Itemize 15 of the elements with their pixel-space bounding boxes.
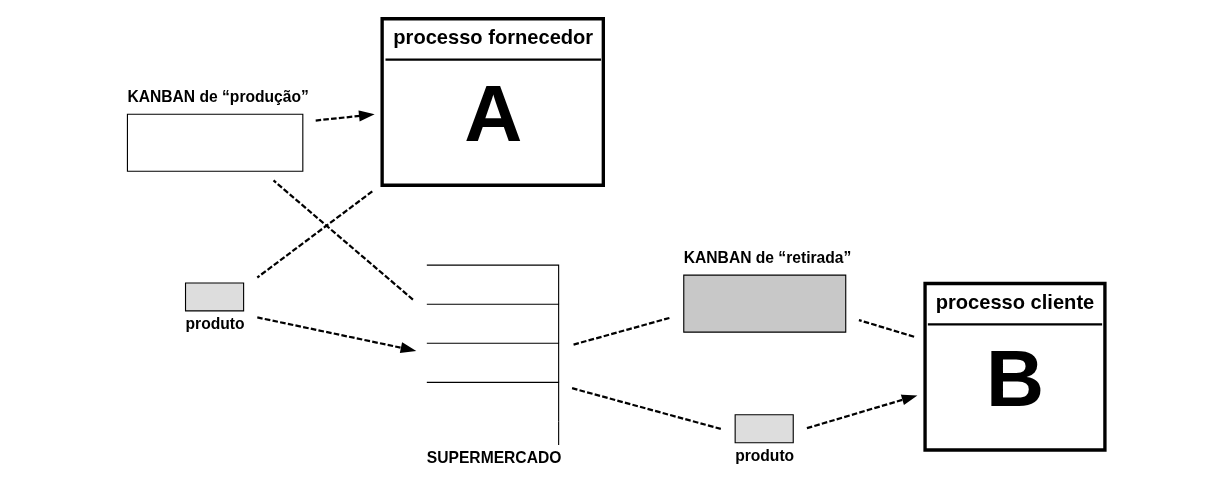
- arrow: [256, 316, 416, 354]
- connector: [256, 190, 373, 279]
- arrow: [806, 394, 917, 430]
- connector: [571, 387, 722, 431]
- node-text: SUPERMERCADO: [426, 449, 561, 467]
- connector: [272, 179, 414, 301]
- arrow: [315, 110, 375, 122]
- connector: [858, 319, 914, 338]
- node-label: KANBAN de “retirada”: [683, 249, 851, 267]
- node-label: produto: [185, 315, 245, 333]
- node-box: processo cliente B: [922, 281, 1107, 452]
- node-box: processo fornecedor A: [379, 17, 605, 187]
- node-label: produto: [734, 446, 794, 464]
- connector: [571, 316, 670, 347]
- node-label: KANBAN de “produção”: [126, 88, 309, 106]
